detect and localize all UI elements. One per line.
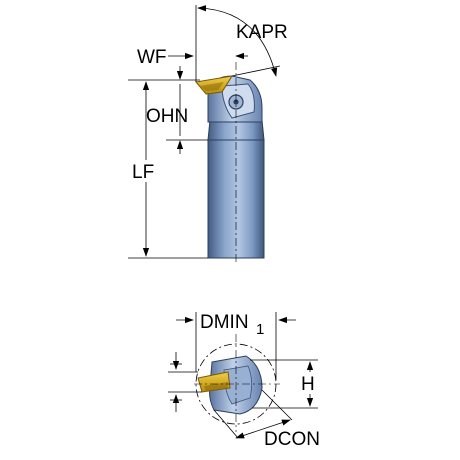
h-dimension: H	[250, 359, 320, 409]
kapr-dimension: KAPR	[195, 5, 288, 77]
dcon-dimension: DCON	[213, 389, 320, 450]
dmin-subscript: 1	[256, 321, 264, 338]
ohn-label: OHN	[146, 106, 188, 127]
side-view	[195, 62, 265, 262]
insert-shadow	[200, 82, 224, 91]
dmin-dimension: DMIN 1	[176, 312, 296, 380]
dmin-label: DMIN	[200, 312, 249, 333]
lf-dimension: LF	[128, 79, 208, 259]
end-view	[194, 334, 280, 432]
lf-label: LF	[132, 162, 154, 183]
wf-label: WF	[137, 47, 167, 68]
ohn-dimension: OHN	[146, 66, 208, 154]
kapr-label: KAPR	[236, 22, 288, 43]
h-label: H	[301, 374, 315, 395]
dcon-label: DCON	[264, 429, 320, 450]
wf-dimension: WF	[137, 30, 248, 82]
insert-height-dimension	[168, 352, 202, 412]
